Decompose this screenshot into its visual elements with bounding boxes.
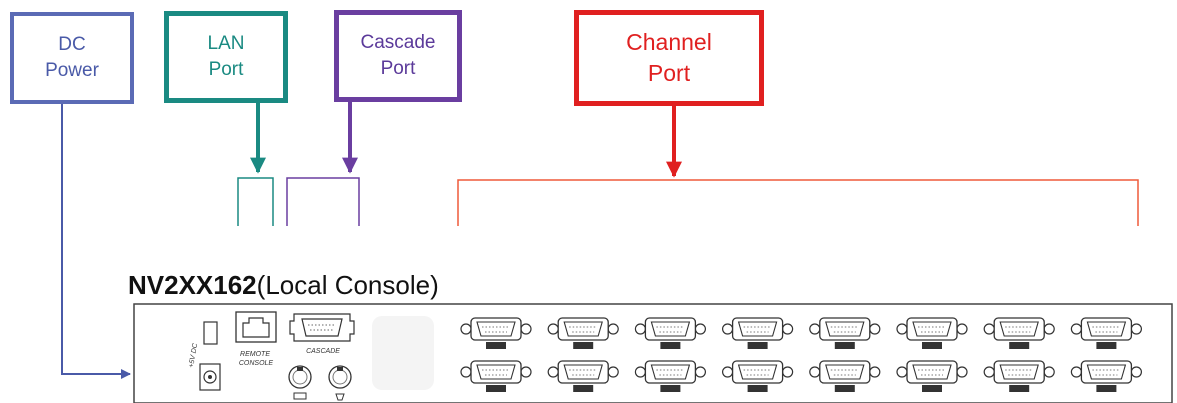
channel-port xyxy=(634,360,707,392)
channel-port xyxy=(1070,317,1143,349)
ps2-mouse-port xyxy=(328,365,352,401)
channel-port xyxy=(896,317,968,349)
cascade-port-bracket xyxy=(286,177,360,226)
model-title: NV2XX162(Local Console) xyxy=(128,270,439,301)
model-subtitle: (Local Console) xyxy=(256,270,439,300)
dc-power-jack-label: +5V DC xyxy=(188,342,199,368)
dc-power-label-line2: Power xyxy=(45,60,99,81)
channel-port-label-line1: Channel xyxy=(626,28,712,55)
remote-console-label: REMOTE CONSOLE xyxy=(239,351,274,367)
channel-port xyxy=(634,317,707,349)
lan-rj45-port xyxy=(235,311,277,343)
model-name: NV2XX162 xyxy=(128,270,257,300)
channel-port xyxy=(983,360,1055,392)
channel-port-callout: Channel Port xyxy=(574,10,764,106)
dc-power-jack xyxy=(199,321,221,391)
blank-plate xyxy=(372,316,434,390)
channel-port xyxy=(460,360,532,392)
channel-port-grid xyxy=(460,317,1143,392)
dc-power-callout: DC Power xyxy=(10,12,134,104)
channel-port xyxy=(809,360,881,392)
channel-port xyxy=(547,317,619,349)
channel-port xyxy=(721,317,794,349)
channel-port xyxy=(721,360,794,392)
lan-port-label-line1: LAN xyxy=(207,33,245,55)
channel-port xyxy=(547,360,619,392)
cascade-port-label-line1: Cascade xyxy=(360,32,436,54)
lan-port-bracket xyxy=(237,177,274,226)
cascade-label: CASCADE xyxy=(306,348,340,355)
cascade-port-label-line2: Port xyxy=(380,58,416,79)
channel-port xyxy=(460,317,532,349)
ps2-keyboard-port xyxy=(288,365,312,400)
channel-port-label-line2: Port xyxy=(647,60,691,86)
cascade-db-port xyxy=(289,313,355,342)
channel-port xyxy=(809,317,881,349)
dc-power-label-line1: DC xyxy=(58,34,86,56)
channel-port xyxy=(1070,360,1143,392)
channel-port xyxy=(896,360,968,392)
dc-power-connector xyxy=(61,104,131,379)
channel-port-bracket xyxy=(457,179,1139,226)
cascade-port-callout: Cascade Port xyxy=(334,10,462,102)
channel-port xyxy=(983,317,1055,349)
lan-port-callout: LAN Port xyxy=(164,11,288,103)
lan-port-label-line2: Port xyxy=(208,59,244,80)
